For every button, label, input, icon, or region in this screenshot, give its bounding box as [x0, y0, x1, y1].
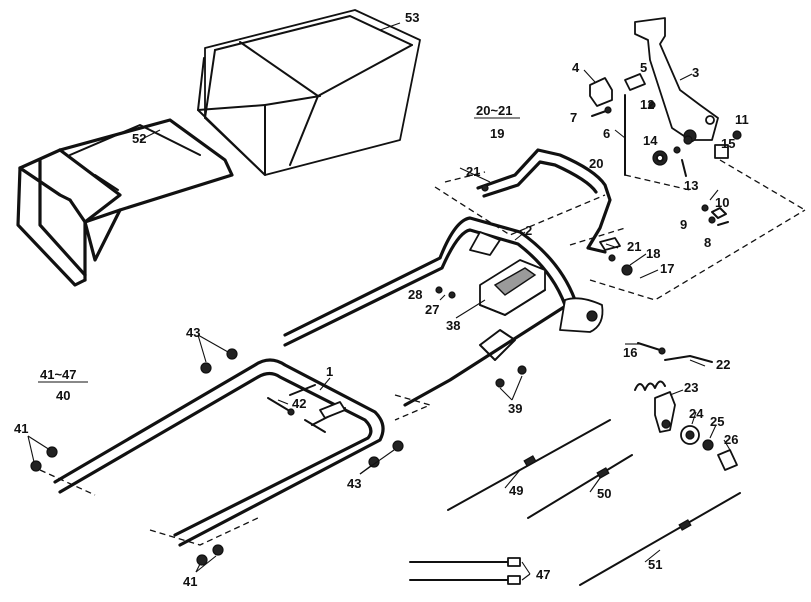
leader-lines — [27, 22, 731, 581]
callout-7: 7 — [570, 110, 577, 125]
clip-4 — [589, 77, 613, 107]
callout-21-right: 21 — [627, 239, 641, 254]
cable-49 — [447, 419, 611, 511]
lower-handle-1 — [53, 358, 385, 547]
callout-2: 2 — [525, 223, 532, 238]
callout-40: 40 — [56, 388, 70, 403]
callout-18: 18 — [646, 246, 660, 261]
callout-49: 49 — [509, 483, 523, 498]
callout-1: 1 — [326, 364, 333, 379]
callout-50: 50 — [597, 486, 611, 501]
callout-labels: 53 52 3 4 5 12 7 6 11 14 15 13 10 9 8 20… — [14, 10, 749, 589]
callout-20-21: 20~21 — [476, 103, 513, 118]
callout-28: 28 — [408, 287, 422, 302]
cables-47 — [409, 557, 521, 585]
bolt-28 — [435, 286, 443, 294]
callout-21-top: 21 — [466, 164, 480, 179]
callout-8: 8 — [704, 235, 711, 250]
callout-39: 39 — [508, 401, 522, 416]
hardware-8-15 — [648, 101, 742, 226]
callout-5: 5 — [640, 60, 647, 75]
dashed-assembly-lines — [39, 159, 806, 546]
callout-16-lower: 16 — [623, 345, 637, 360]
cap-26 — [717, 449, 738, 471]
knobs-41 — [30, 446, 224, 566]
callout-41-bottom: 41 — [183, 574, 197, 589]
clip-5 — [624, 73, 646, 91]
callout-19: 19 — [490, 126, 504, 141]
bolt-27 — [448, 291, 456, 299]
callout-15: 15 — [721, 136, 735, 151]
cable-50 — [527, 454, 633, 519]
callout-11: 11 — [735, 112, 749, 127]
callout-53: 53 — [405, 10, 419, 25]
control-bracket-3 — [634, 17, 719, 143]
callout-41-47: 41~47 — [40, 367, 77, 382]
callout-51: 51 — [648, 557, 662, 572]
callout-6: 6 — [603, 126, 610, 141]
callout-41-left: 41 — [14, 421, 28, 436]
control-box-38 — [479, 259, 546, 316]
callout-group-marks — [38, 117, 520, 383]
callout-52: 52 — [132, 131, 146, 146]
callout-9: 9 — [680, 217, 687, 232]
callout-13: 13 — [684, 178, 698, 193]
callout-10: 10 — [715, 195, 729, 210]
callout-22: 22 — [716, 357, 730, 372]
upper-handle-2 — [283, 216, 604, 407]
screw-7 — [591, 106, 612, 117]
callout-24: 24 — [689, 406, 704, 421]
spring-23 — [634, 380, 666, 391]
pulley-24 — [680, 425, 700, 445]
cable-51 — [579, 492, 741, 586]
hardware-16-21 — [481, 184, 666, 355]
callout-12: 12 — [640, 97, 654, 112]
spring-22 — [664, 355, 713, 363]
callout-38: 38 — [446, 318, 460, 333]
control-bar-20 — [476, 148, 612, 254]
knobs-39 — [495, 365, 527, 388]
callout-47: 47 — [536, 567, 550, 582]
grass-bag-frame-52 — [16, 57, 321, 287]
grass-bag-53 — [204, 9, 421, 176]
callout-26: 26 — [724, 432, 738, 447]
callout-17: 17 — [660, 261, 674, 276]
callout-42: 42 — [292, 396, 306, 411]
bracket-23 — [654, 391, 676, 433]
callout-43-upper: 43 — [186, 325, 200, 340]
callout-23: 23 — [684, 380, 698, 395]
callout-14: 14 — [643, 133, 658, 148]
knobs-43 — [200, 348, 404, 468]
callout-43-lower: 43 — [347, 476, 361, 491]
callout-25: 25 — [710, 414, 724, 429]
bolts-42 — [267, 397, 326, 433]
callout-3: 3 — [692, 65, 699, 80]
washer-25 — [702, 439, 714, 451]
callout-4: 4 — [572, 60, 580, 75]
callout-27: 27 — [425, 302, 439, 317]
callout-20: 20 — [589, 156, 603, 171]
